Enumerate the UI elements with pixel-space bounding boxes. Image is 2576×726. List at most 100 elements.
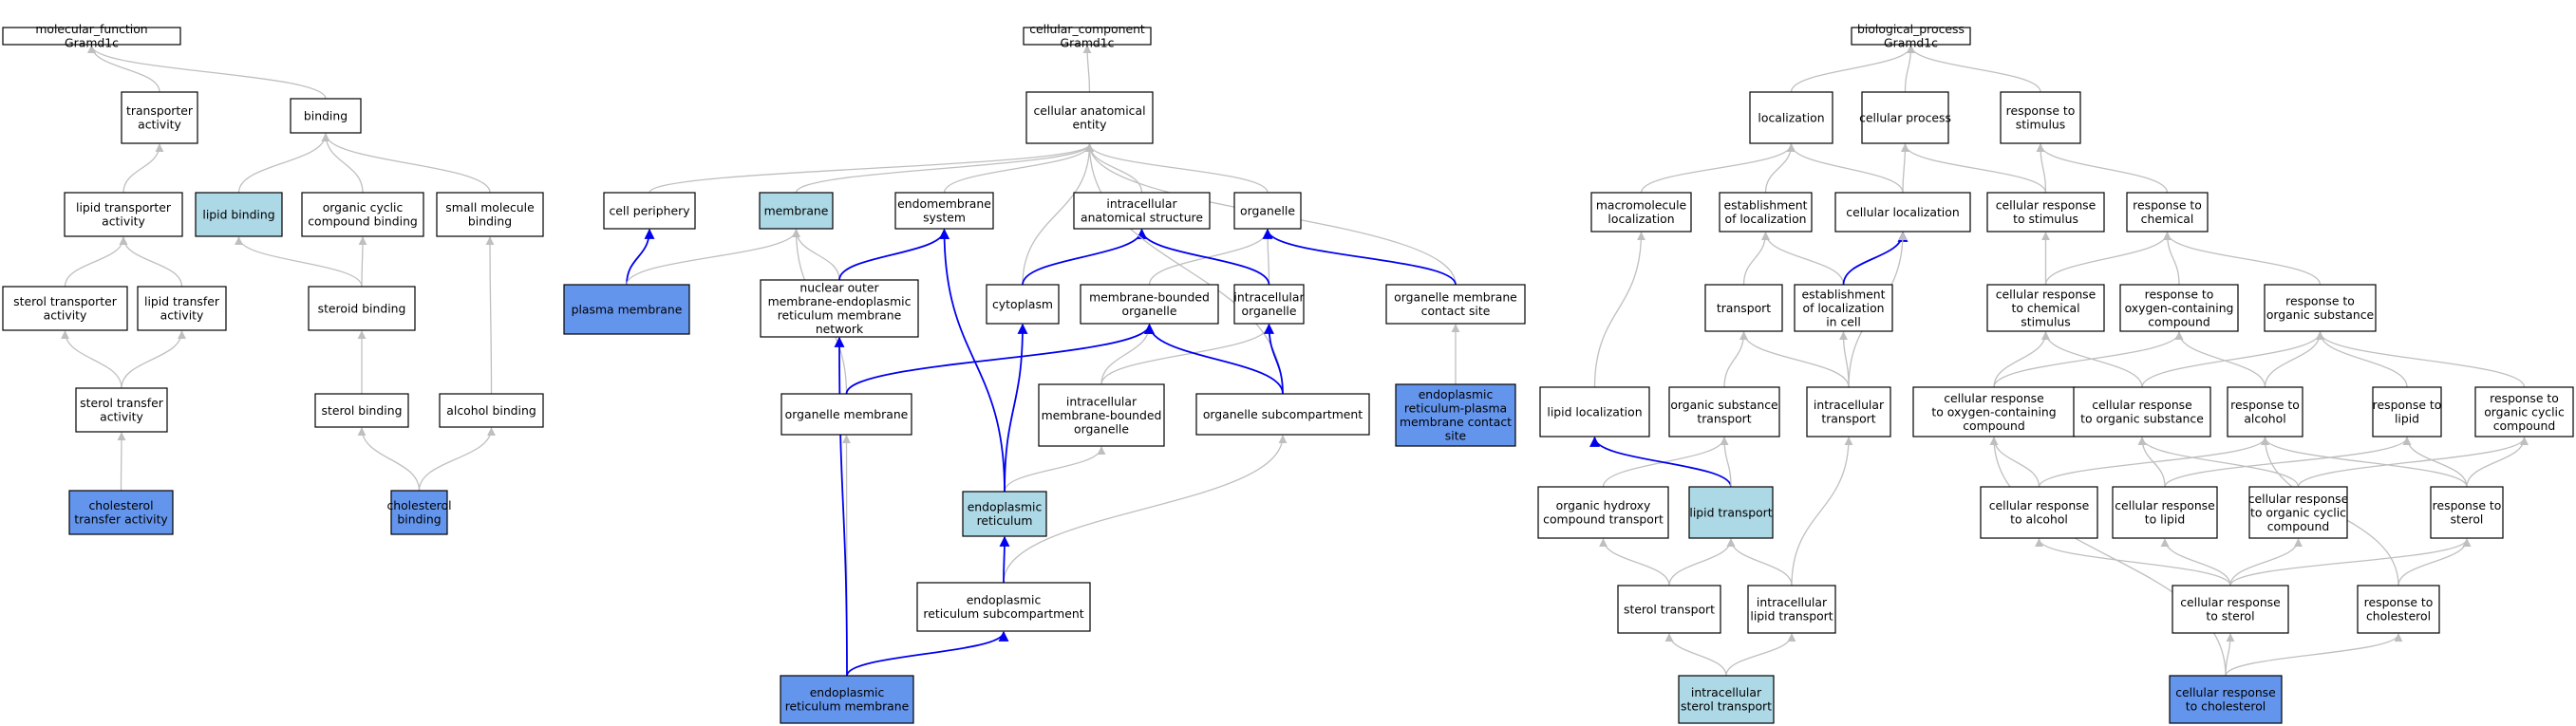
node-membrane[interactable]: membrane [759,192,834,230]
node-box[interactable] [301,192,424,237]
node-box[interactable] [64,192,183,237]
node-box[interactable] [1851,27,1971,46]
node-box[interactable] [1025,91,1154,144]
node-box[interactable] [2430,486,2504,539]
node-box[interactable] [1861,91,1949,144]
node-box[interactable] [2126,192,2209,233]
node-cytoplasm[interactable]: cytoplasm [986,284,1060,325]
node-steroid-binding[interactable]: steroid binding [308,286,416,331]
node-box[interactable] [121,91,198,144]
node-box[interactable] [290,98,362,134]
node-box[interactable] [2264,284,2377,332]
node-sterol-binding[interactable]: sterol binding [314,393,409,428]
node-cell-periphery[interactable]: cell periphery [603,192,696,230]
node-box[interactable] [1195,393,1370,436]
node-box[interactable] [1038,383,1165,447]
node-box[interactable] [1688,486,1774,539]
node-box[interactable] [962,491,1047,537]
node-box[interactable] [1834,192,1971,233]
node-box[interactable] [390,490,448,535]
node-box[interactable] [780,675,914,724]
node-box[interactable] [75,387,168,433]
node-box[interactable] [1704,284,1783,332]
node-box[interactable] [1073,192,1211,230]
node-box[interactable] [1980,486,2098,539]
node-box[interactable] [780,393,912,436]
node-box[interactable] [603,192,696,230]
node-box[interactable] [2119,284,2239,332]
node-box[interactable] [195,192,283,237]
node-cellular-process[interactable]: cellular process [1859,91,1951,144]
node-plasma-membrane[interactable]: plasma membrane [563,284,690,335]
node-box[interactable] [2227,386,2303,437]
node-box[interactable] [2,286,128,331]
node-box[interactable] [1986,192,2105,233]
node-box[interactable] [439,393,544,428]
node-box[interactable] [759,192,834,230]
node-organelle-subcompartment[interactable]: organelle subcompartment [1195,393,1370,436]
node-box[interactable] [1023,27,1152,46]
node-lipid-localization[interactable]: lipid localization [1539,386,1650,437]
node-localization[interactable]: localization [1749,91,1833,144]
node-box[interactable] [760,279,919,338]
node-box[interactable] [2073,386,2211,437]
node-box[interactable] [1749,91,1833,144]
node-box[interactable] [1080,284,1219,325]
node-box[interactable] [137,286,227,331]
node-box[interactable] [1617,585,1721,634]
node-box[interactable] [1747,585,1836,634]
node-box[interactable] [1794,284,1893,332]
node-box[interactable] [1986,284,2105,332]
node-box[interactable] [563,284,690,335]
node-box[interactable] [1537,486,1669,539]
node-box[interactable] [1678,675,1775,724]
node-box[interactable] [1590,192,1692,233]
node-box[interactable] [1395,383,1516,447]
node-box[interactable] [1668,386,1780,437]
node-box[interactable] [1539,386,1650,437]
node-sterol-transport[interactable]: sterol transport [1617,585,1721,634]
node-box[interactable] [2000,91,2081,144]
node-binding[interactable]: binding [290,98,362,134]
node-box[interactable] [986,284,1060,325]
node-box[interactable] [68,490,174,535]
node-box[interactable] [2248,486,2348,539]
node-box[interactable] [308,286,416,331]
node-box[interactable] [1912,386,2076,437]
node-box[interactable] [436,192,544,237]
node-box[interactable] [916,582,1091,632]
node-box[interactable] [2112,486,2218,539]
node-box[interactable] [1233,192,1302,230]
node-box[interactable] [314,393,409,428]
node-organelle[interactable]: organelle [1233,192,1302,230]
